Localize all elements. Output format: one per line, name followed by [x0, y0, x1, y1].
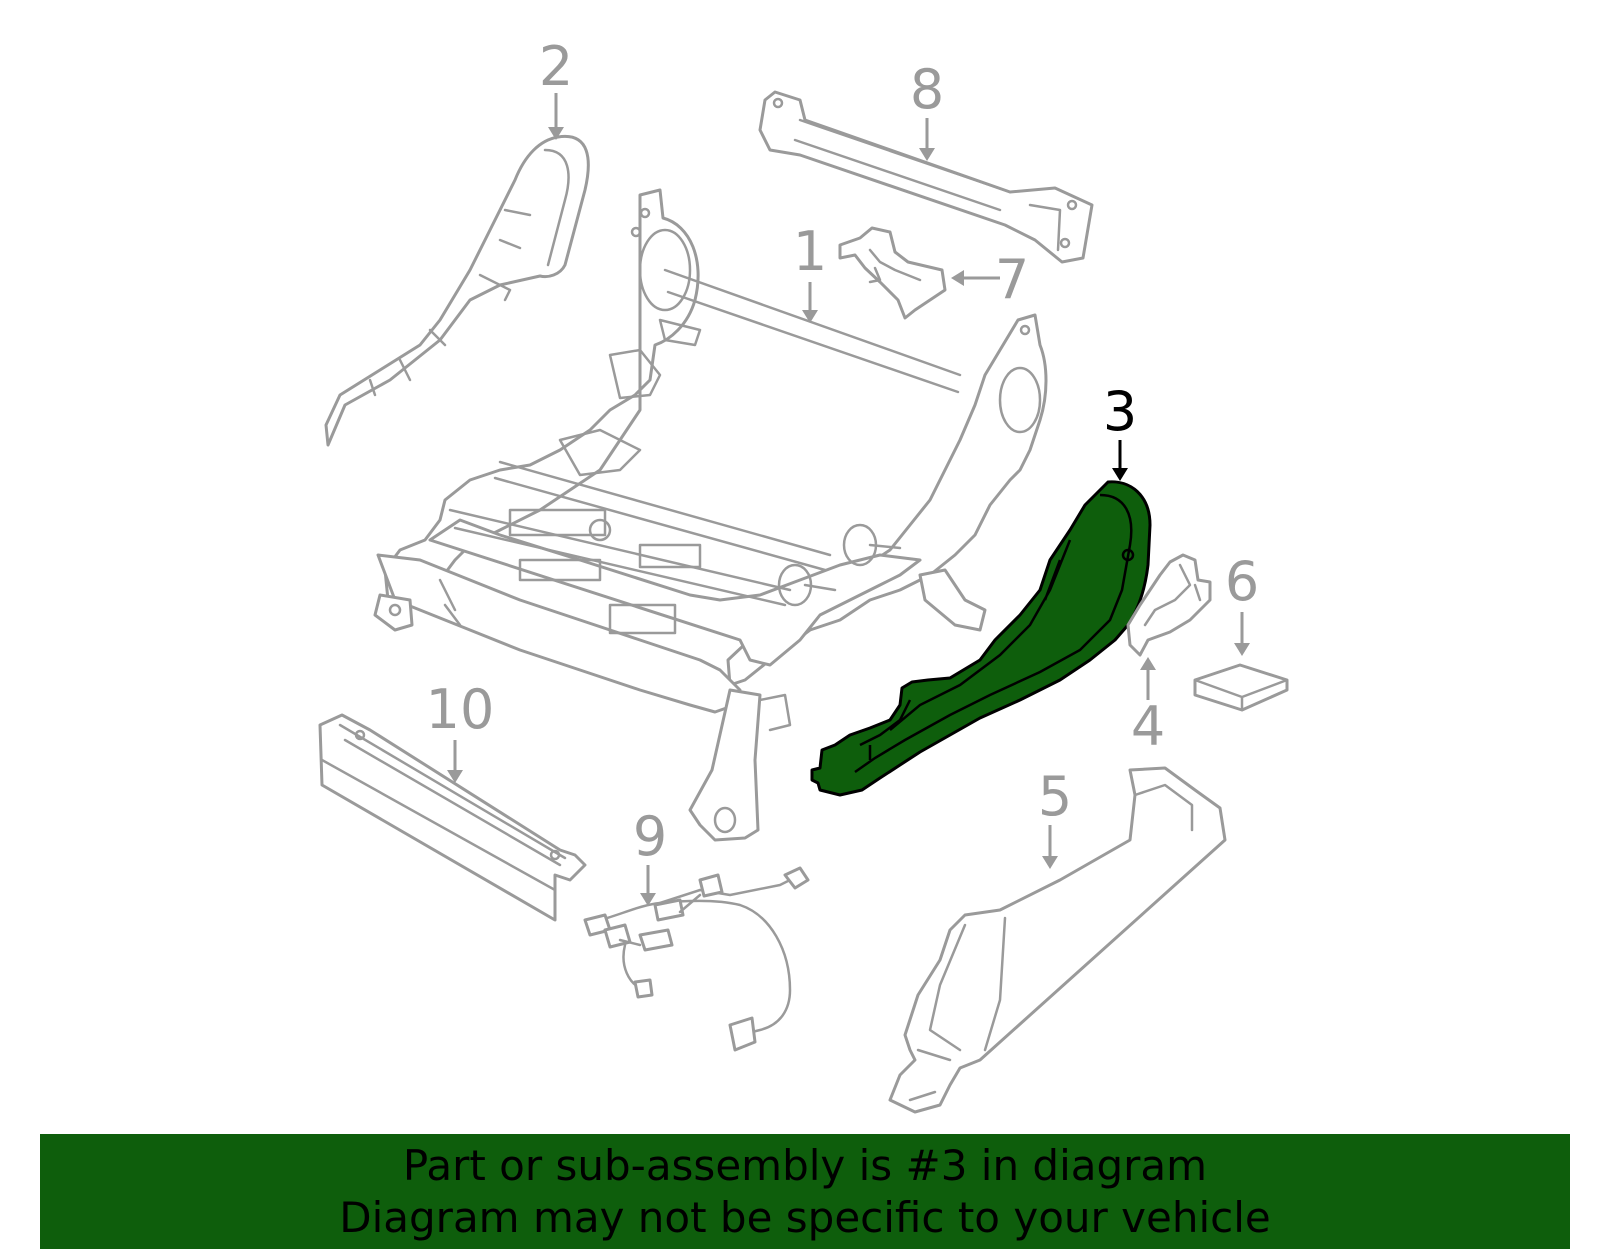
seat-frame [373, 188, 1048, 842]
callout-5: 5 [1038, 765, 1072, 828]
part-2-side-shield[interactable] [324, 134, 590, 447]
callout-6: 6 [1225, 550, 1259, 613]
callout-4: 4 [1131, 695, 1165, 758]
info-banner: Part or sub-assembly is #3 in diagram Di… [40, 1134, 1570, 1249]
part-5-lower-cover[interactable] [888, 766, 1227, 1114]
banner-line-part: Part or sub-assembly is #3 in diagram [402, 1140, 1208, 1190]
part-3-side-cover-highlighted[interactable] [810, 480, 1152, 797]
part-9-wire-harness[interactable] [583, 866, 810, 1052]
callout-arrows [447, 93, 1250, 906]
callout-8: 8 [910, 58, 944, 121]
callout-3-highlighted: 3 [1103, 380, 1137, 443]
callout-10: 10 [426, 678, 495, 741]
callout-7: 7 [995, 248, 1029, 311]
callout-9: 9 [633, 805, 667, 868]
callout-labels: 2 8 1 7 3 6 4 10 5 9 [426, 35, 1260, 868]
part-7-bracket[interactable] [838, 226, 947, 320]
part-10-front-panel[interactable] [318, 713, 587, 922]
part-6-pad[interactable] [1193, 663, 1289, 712]
callout-1: 1 [793, 220, 827, 283]
banner-line-disclaimer: Diagram may not be specific to your vehi… [339, 1192, 1271, 1242]
part-8-cross-member[interactable] [758, 90, 1094, 264]
callout-2: 2 [539, 35, 573, 98]
part-4-trim-piece[interactable] [1126, 553, 1212, 657]
